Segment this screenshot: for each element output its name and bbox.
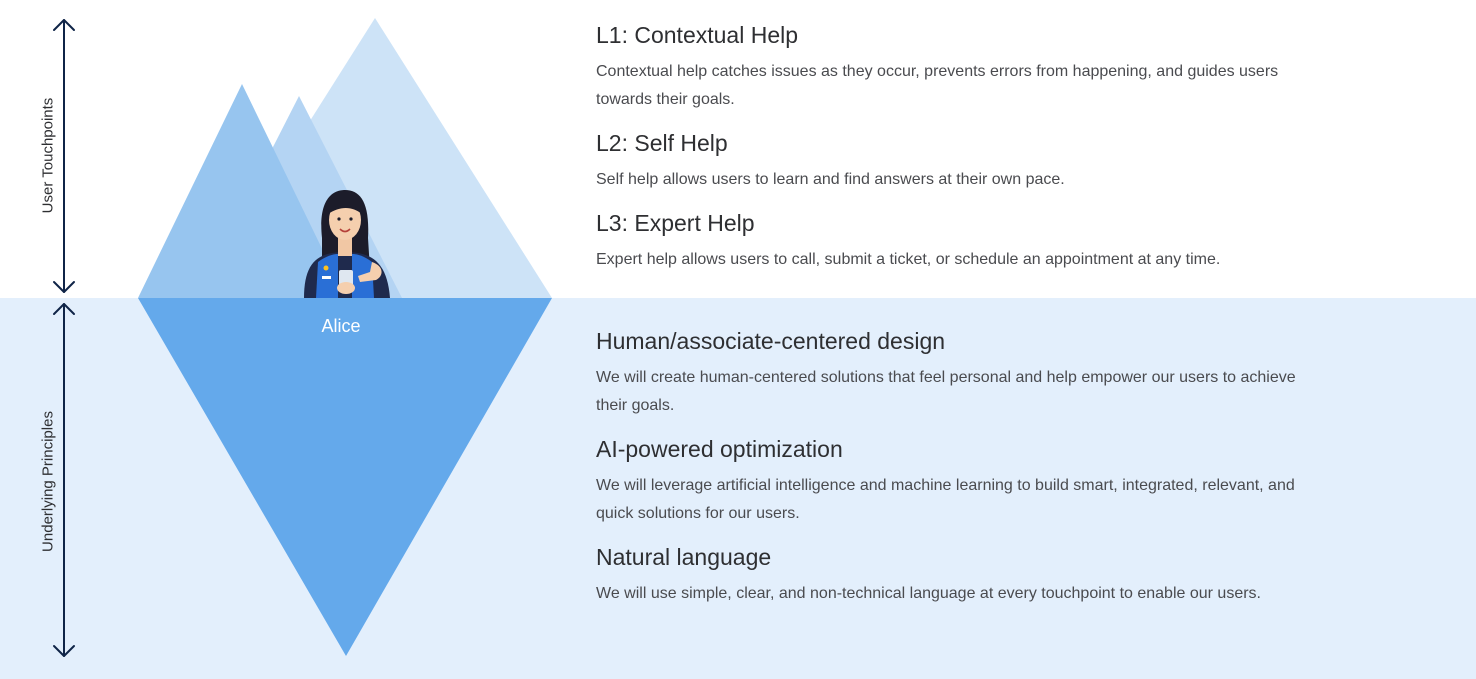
touchpoint-item: L2: Self Help Self help allows users to …	[596, 128, 1356, 194]
principle-description: We will create human-centered solutions …	[596, 364, 1296, 420]
principle-title: AI-powered optimization	[596, 434, 1356, 464]
persona-name: Alice	[291, 316, 391, 337]
touchpoint-title: L3: Expert Help	[596, 208, 1356, 238]
principles-section: Human/associate-centered design We will …	[596, 326, 1356, 622]
principle-description: We will use simple, clear, and non-techn…	[596, 580, 1296, 608]
principle-item: Human/associate-centered design We will …	[596, 326, 1356, 420]
touchpoints-arrow	[54, 20, 74, 292]
principle-item: Natural language We will use simple, cle…	[596, 542, 1356, 608]
iceberg-illustration	[0, 0, 600, 679]
principle-title: Natural language	[596, 542, 1356, 572]
principle-description: We will leverage artificial intelligence…	[596, 472, 1296, 528]
touchpoint-description: Expert help allows users to call, submit…	[596, 246, 1296, 274]
principle-title: Human/associate-centered design	[596, 326, 1356, 356]
touchpoints-section: L1: Contextual Help Contextual help catc…	[596, 20, 1356, 288]
touchpoint-description: Contextual help catches issues as they o…	[596, 58, 1296, 114]
principles-arrow	[54, 304, 74, 656]
touchpoint-title: L1: Contextual Help	[596, 20, 1356, 50]
iceberg-underwater	[138, 298, 552, 656]
touchpoint-item: L1: Contextual Help Contextual help catc…	[596, 20, 1356, 114]
user-touchpoints-axis-label: User Touchpoints	[40, 81, 57, 231]
principle-item: AI-powered optimization We will leverage…	[596, 434, 1356, 528]
touchpoint-title: L2: Self Help	[596, 128, 1356, 158]
underlying-principles-axis-label: Underlying Principles	[40, 382, 57, 582]
touchpoint-description: Self help allows users to learn and find…	[596, 166, 1296, 194]
touchpoint-item: L3: Expert Help Expert help allows users…	[596, 208, 1356, 274]
